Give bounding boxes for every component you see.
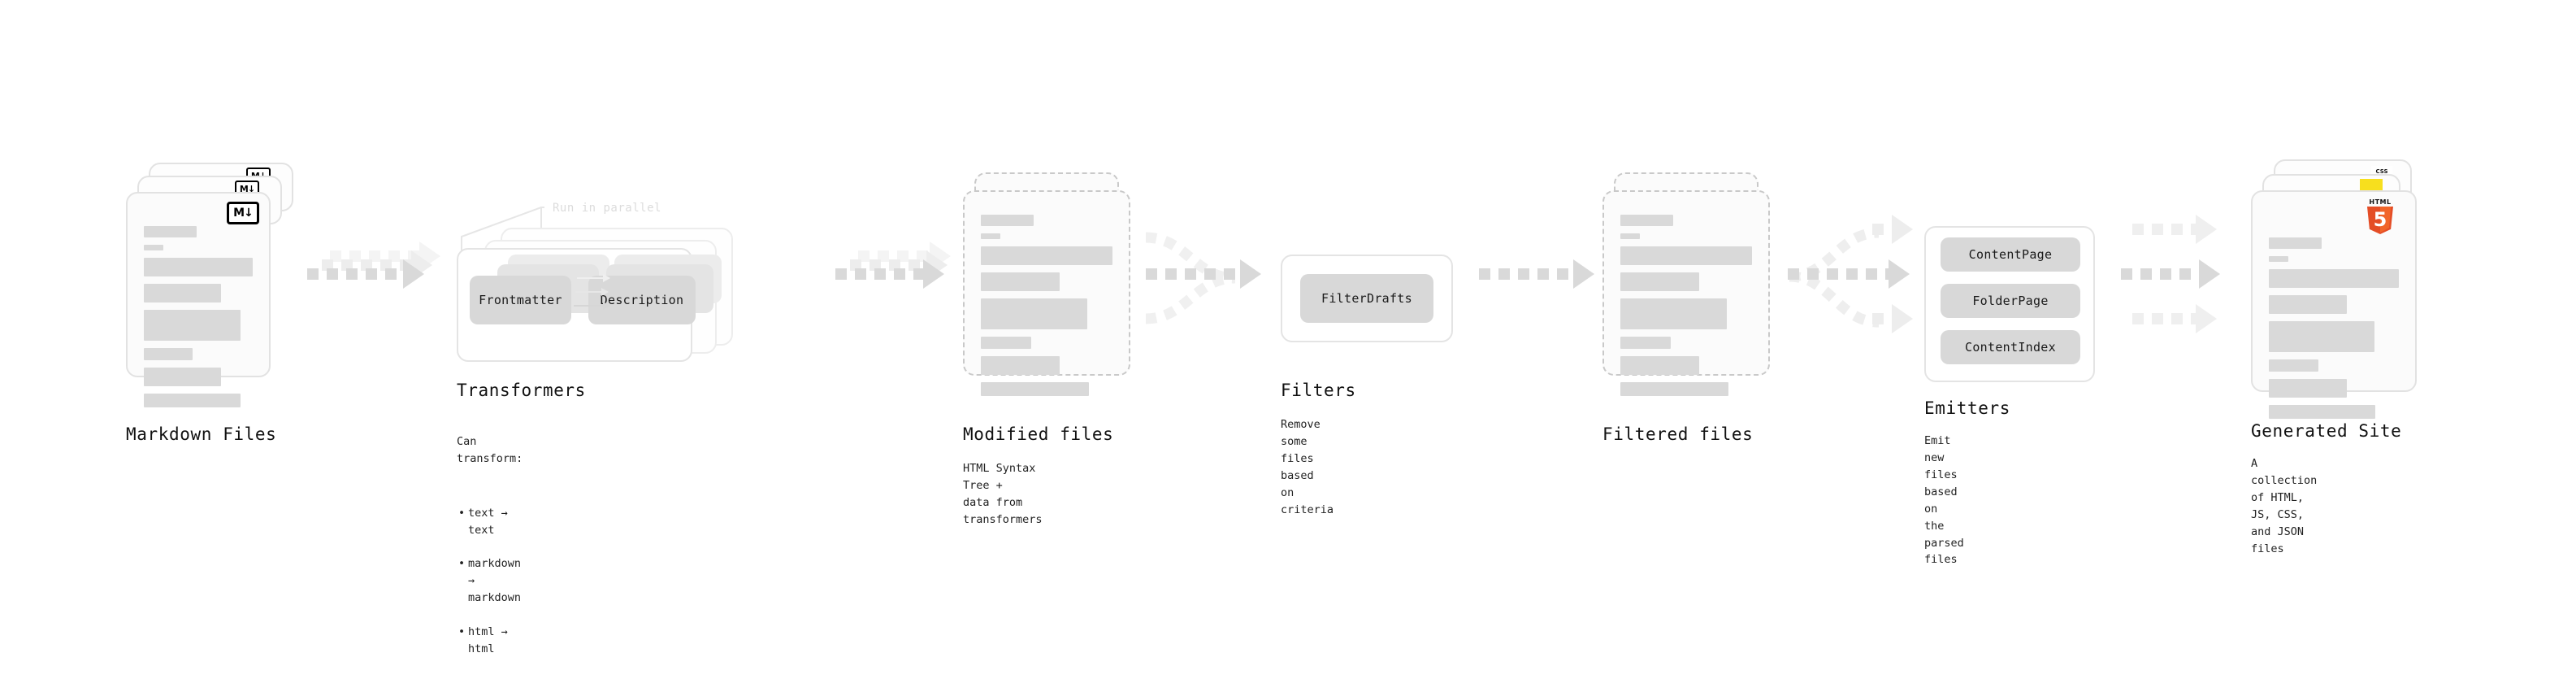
skeleton-bar (981, 246, 1112, 265)
transformer-chip-description[interactable]: Description (588, 276, 696, 324)
skeleton-bar (981, 233, 1000, 239)
skeleton-bar (1620, 233, 1640, 239)
skeleton-bar (2269, 359, 2318, 372)
skeleton-bar (144, 310, 241, 341)
markdown-icon: M↓ (227, 202, 259, 224)
skeleton-bar (1620, 356, 1700, 375)
stage-title-generated-site: Generated Site (2251, 421, 2402, 441)
mini-arrow-mid (575, 288, 609, 296)
stage-subtitle-transformers: Can transform: text → text markdown → ma… (457, 416, 523, 692)
skeleton-bar (2269, 379, 2347, 398)
skeleton-bar (981, 382, 1089, 396)
mini-arrow-faint (577, 274, 610, 282)
stage-title-filtered-files: Filtered files (1602, 424, 1754, 444)
generated-card-front: HTML 5 (2251, 190, 2417, 419)
skeleton-bar (2269, 256, 2288, 262)
stage-title-modified-files: Modified files (963, 424, 1114, 444)
skeleton-bar (144, 258, 253, 276)
modified-card-front (963, 190, 1130, 396)
markdown-skeleton-body (144, 226, 253, 415)
skeleton-bar (144, 245, 163, 250)
stage-subtitle-modified-files: HTML Syntax Tree + data from transformer… (963, 462, 1043, 526)
transformers-bullet: markdown → markdown (458, 555, 523, 607)
transformers-bullet: html → html (458, 624, 523, 658)
markdown-card-front: M↓ (126, 192, 271, 407)
skeleton-bar (1620, 246, 1752, 265)
skeleton-bar (144, 368, 222, 386)
filtered-skeleton-body (1620, 215, 1752, 403)
skeleton-bar (981, 356, 1060, 375)
skeleton-bar (144, 348, 193, 360)
filters-chip-filterdrafts[interactable]: FilterDrafts (1300, 274, 1433, 323)
skeleton-bar (2269, 405, 2376, 419)
filtered-card-front (1602, 190, 1770, 396)
html5-icon-word: HTML (2369, 198, 2392, 206)
generated-skeleton-body (2269, 237, 2399, 426)
run-in-parallel-label: Run in parallel (553, 202, 661, 215)
skeleton-bar (1620, 272, 1700, 291)
skeleton-bar (2269, 321, 2374, 352)
skeleton-bar (2269, 269, 2399, 288)
transformers-bullet-list: text → text markdown → markdown html → h… (457, 488, 523, 675)
transformers-bullet: text → text (458, 505, 523, 539)
skeleton-bar (981, 337, 1031, 349)
skeleton-bar (144, 226, 197, 237)
skeleton-bar (981, 272, 1060, 291)
skeleton-bar (1620, 298, 1728, 329)
skeleton-bar (144, 284, 222, 302)
html5-icon: HTML 5 (2366, 198, 2394, 234)
stage-title-markdown-files: Markdown Files (126, 424, 277, 444)
emitters-chip-contentindex[interactable]: ContentIndex (1941, 330, 2080, 364)
html5-icon-digit: 5 (2373, 208, 2387, 231)
skeleton-bar (1620, 382, 1728, 396)
stage-title-filters: Filters (1281, 381, 1356, 400)
skeleton-bar (2269, 295, 2347, 314)
stage-subtitle-generated-site: A collection of HTML, JS, CSS, and JSON … (2251, 457, 2318, 555)
skeleton-bar (144, 394, 241, 407)
stage-title-transformers: Transformers (457, 381, 586, 400)
emitters-chip-contentpage[interactable]: ContentPage (1941, 237, 2080, 272)
mini-arrow-main (574, 302, 610, 310)
skeleton-bar (981, 298, 1088, 329)
css-icon-label: CSS (2375, 168, 2388, 175)
skeleton-bar (1620, 215, 1673, 226)
transformers-subtitle-line: Can transform: (457, 434, 523, 465)
modified-skeleton-body (981, 215, 1112, 403)
skeleton-bar (981, 215, 1034, 226)
stage-title-emitters: Emitters (1924, 398, 2010, 418)
emitters-chip-folderpage[interactable]: FolderPage (1941, 284, 2080, 318)
stage-subtitle-emitters: Emit new files based on the parsed files (1924, 434, 1964, 567)
html5-shield-shape: 5 (2367, 207, 2393, 234)
stage-subtitle-filters: Remove some files based on criteria (1281, 418, 1334, 516)
skeleton-bar (2269, 237, 2322, 249)
transformer-chip-frontmatter[interactable]: Frontmatter (470, 276, 571, 324)
skeleton-bar (1620, 337, 1671, 349)
